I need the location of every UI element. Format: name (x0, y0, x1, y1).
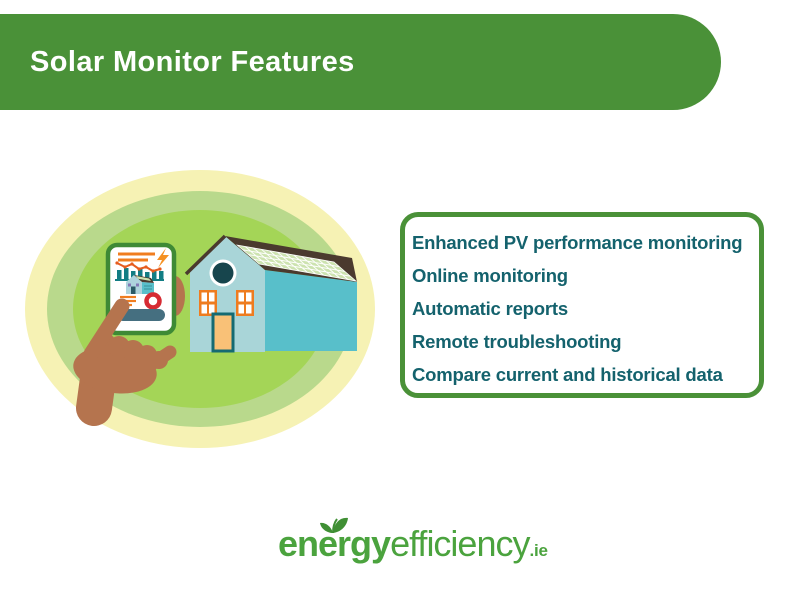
feature-item: Remote troubleshooting (412, 331, 622, 352)
page-title: Solar Monitor Features (30, 45, 355, 78)
illustration-svg (25, 170, 375, 448)
hand-illustration (73, 298, 177, 426)
lightning-bolt-icon (157, 248, 169, 268)
mini-house-icon (126, 275, 154, 294)
logo: energy efficiency .ie (278, 517, 548, 569)
leaf-icon (320, 517, 348, 534)
solar-panel (235, 244, 358, 282)
solar-monitoring-illustration (25, 170, 375, 448)
house-door (211, 312, 235, 353)
roof-trim (184, 234, 227, 276)
house-side-wall (265, 270, 357, 351)
screen-button-pill (117, 309, 165, 321)
phone-screen-content (115, 248, 169, 321)
alert-donut-icon (144, 292, 162, 310)
window-left (199, 290, 217, 316)
logo-efficiency: efficiency (390, 523, 530, 564)
feature-item: Enhanced PV performance monitoring (412, 232, 743, 253)
window-right (236, 290, 254, 316)
feature-item: Compare current and historical data (412, 364, 723, 385)
feature-item: Automatic reports (412, 298, 568, 319)
header-banner: Solar Monitor Features (0, 14, 721, 110)
round-window (212, 262, 234, 284)
logo-domain: .ie (529, 541, 548, 560)
house-front-wall (190, 236, 265, 352)
feature-item: Online monitoring (412, 265, 568, 286)
house-illustration (184, 234, 358, 353)
thumb (133, 345, 177, 379)
screen-line-chart (115, 261, 162, 273)
index-finger (83, 298, 130, 362)
